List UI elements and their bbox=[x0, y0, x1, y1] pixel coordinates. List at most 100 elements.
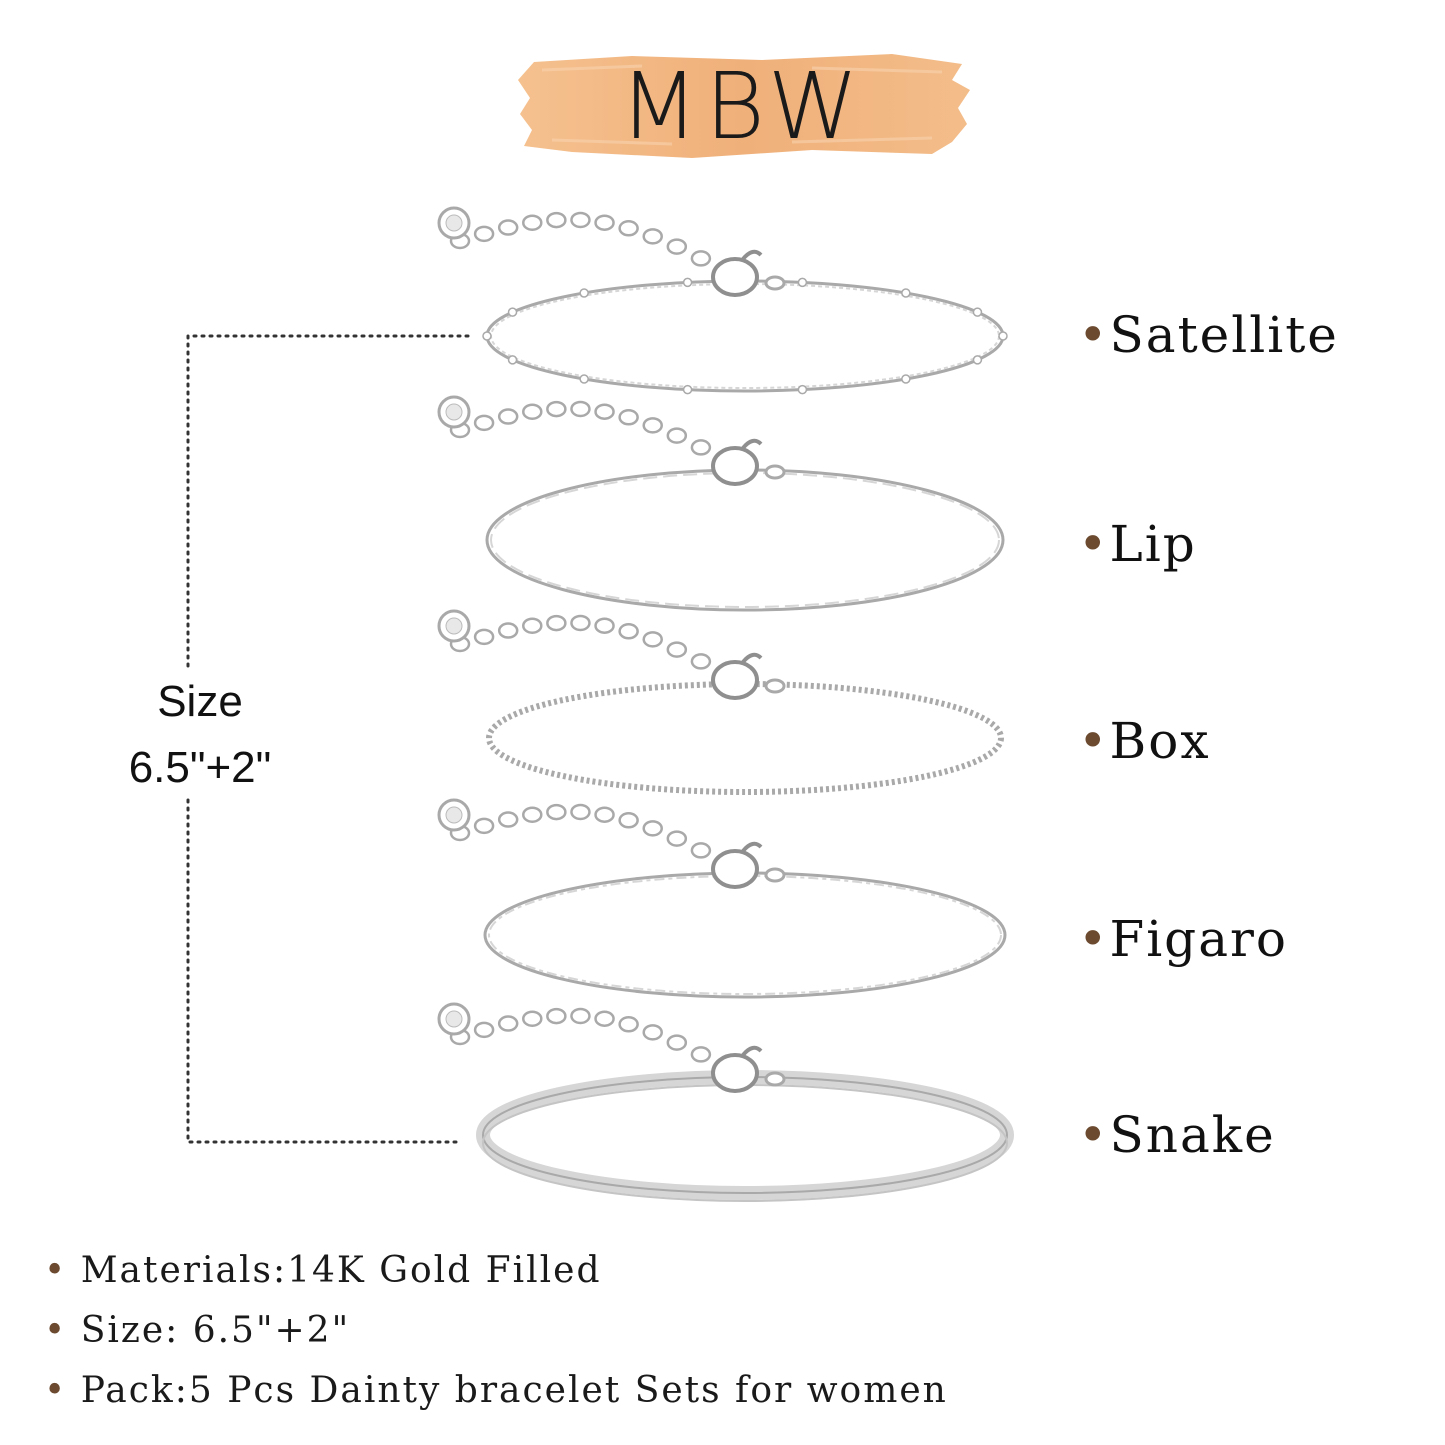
extender-link bbox=[642, 820, 663, 837]
bullet-icon: • bbox=[1078, 306, 1110, 364]
extender-link bbox=[618, 220, 639, 237]
extender-link bbox=[570, 1007, 591, 1025]
satellite-bead bbox=[998, 331, 1008, 341]
satellite-bead bbox=[682, 277, 693, 288]
satellite-bead bbox=[682, 384, 693, 395]
satellite-bead bbox=[507, 355, 518, 365]
snake-chain-edge bbox=[482, 1084, 1008, 1202]
lobster-clasp-icon bbox=[741, 652, 763, 664]
extender-link bbox=[690, 842, 712, 859]
size-bracket-top-line bbox=[186, 334, 470, 668]
size-label-line1: Size bbox=[157, 677, 243, 726]
extender-link bbox=[642, 631, 663, 648]
extender-link bbox=[570, 211, 591, 229]
bullet-icon: • bbox=[1078, 515, 1110, 573]
extender-link bbox=[666, 427, 688, 444]
satellite-bead bbox=[579, 374, 589, 384]
lobster-clasp-icon bbox=[741, 841, 763, 853]
extender-link bbox=[473, 1021, 495, 1039]
size-label-line2: 6.5"+2" bbox=[128, 743, 272, 792]
bracelet-name-satellite: •Satellite bbox=[1078, 306, 1339, 364]
extender-link bbox=[618, 1016, 639, 1033]
spec-text: Pack:5 Pcs Dainty bracelet Sets for wome… bbox=[80, 1370, 948, 1411]
bullet-icon: • bbox=[1078, 712, 1110, 770]
extender-link bbox=[522, 617, 543, 634]
bullet-icon: • bbox=[1078, 1106, 1110, 1164]
satellite-bead bbox=[901, 288, 911, 298]
bracelet-lip bbox=[437, 395, 1005, 612]
bracelet-figaro bbox=[437, 798, 1007, 999]
jump-ring bbox=[764, 275, 786, 291]
extender-link bbox=[473, 225, 495, 243]
extender-link bbox=[642, 228, 663, 245]
extender-link bbox=[473, 414, 495, 432]
extender-link bbox=[666, 238, 688, 255]
bracelet-name-lip: •Lip bbox=[1078, 515, 1197, 573]
bracelet-name-snake: •Snake bbox=[1078, 1106, 1276, 1164]
box-chain bbox=[486, 681, 1004, 795]
extender-link bbox=[473, 817, 495, 835]
figaro-chain bbox=[483, 871, 1007, 999]
extender-link bbox=[570, 803, 591, 821]
extender-link bbox=[546, 400, 567, 418]
lobster-clasp-icon bbox=[741, 438, 763, 450]
lobster-clasp-icon bbox=[741, 249, 763, 261]
lobster-clasp-icon bbox=[711, 1053, 759, 1093]
crystal-charm-icon bbox=[445, 1010, 463, 1028]
extender-link bbox=[594, 403, 615, 420]
lip-chain bbox=[485, 468, 1005, 612]
extender-link bbox=[666, 830, 688, 847]
bracelet-name-text: Lip bbox=[1109, 515, 1197, 573]
extender-link bbox=[546, 803, 567, 821]
extender-link bbox=[666, 641, 688, 658]
size-bracket-bottom-line bbox=[186, 798, 462, 1144]
bullet-icon: • bbox=[1078, 910, 1110, 968]
extender-link bbox=[497, 622, 519, 639]
extender-link bbox=[690, 439, 712, 456]
bracelet-name-text: Figaro bbox=[1109, 910, 1289, 968]
bullet-icon: • bbox=[44, 1370, 68, 1411]
extender-link bbox=[594, 806, 615, 823]
lobster-clasp-icon bbox=[711, 660, 759, 700]
extender-link bbox=[546, 1007, 567, 1025]
extender-link bbox=[522, 806, 543, 823]
crystal-charm-icon bbox=[445, 214, 463, 232]
brand-logo: MBW bbox=[512, 50, 972, 162]
bracelet-snake bbox=[437, 1002, 1014, 1202]
extender-link bbox=[522, 214, 543, 231]
snake-chain-edge bbox=[482, 1076, 1008, 1194]
extender-link bbox=[522, 1010, 543, 1027]
lip-links bbox=[490, 472, 1000, 608]
crystal-charm-icon bbox=[445, 403, 463, 421]
figaro-links bbox=[488, 875, 1002, 995]
extender-link bbox=[666, 1034, 688, 1051]
extender-link bbox=[497, 219, 519, 236]
satellite-bead bbox=[972, 307, 983, 317]
extender-link bbox=[522, 403, 543, 420]
lobster-clasp-icon bbox=[711, 257, 759, 297]
extender-link bbox=[570, 400, 591, 418]
bullet-icon: • bbox=[44, 1250, 68, 1291]
extender-link bbox=[690, 250, 712, 267]
jump-ring bbox=[764, 678, 786, 694]
spec-text: Materials:14K Gold Filled bbox=[80, 1250, 602, 1291]
extender-link bbox=[690, 653, 712, 670]
satellite-bead bbox=[797, 384, 808, 395]
lobster-clasp-icon bbox=[711, 446, 759, 486]
extender-link bbox=[546, 211, 567, 229]
size-bracket bbox=[186, 334, 470, 1144]
jump-ring bbox=[764, 1071, 786, 1087]
lobster-clasp-icon bbox=[741, 1045, 763, 1057]
extender-link bbox=[594, 1010, 615, 1027]
bracelet-satellite bbox=[437, 206, 1008, 395]
crystal-charm-icon bbox=[445, 806, 463, 824]
spec-size: • Size: 6.5"+2" bbox=[44, 1310, 350, 1351]
satellite-chain bbox=[485, 279, 1005, 393]
extender-link bbox=[642, 417, 663, 434]
extender-link bbox=[690, 1046, 712, 1063]
spec-pack: • Pack:5 Pcs Dainty bracelet Sets for wo… bbox=[44, 1370, 948, 1411]
extender-link bbox=[618, 812, 639, 829]
extender-link bbox=[497, 1015, 519, 1032]
spec-text: Size: 6.5"+2" bbox=[80, 1310, 351, 1351]
